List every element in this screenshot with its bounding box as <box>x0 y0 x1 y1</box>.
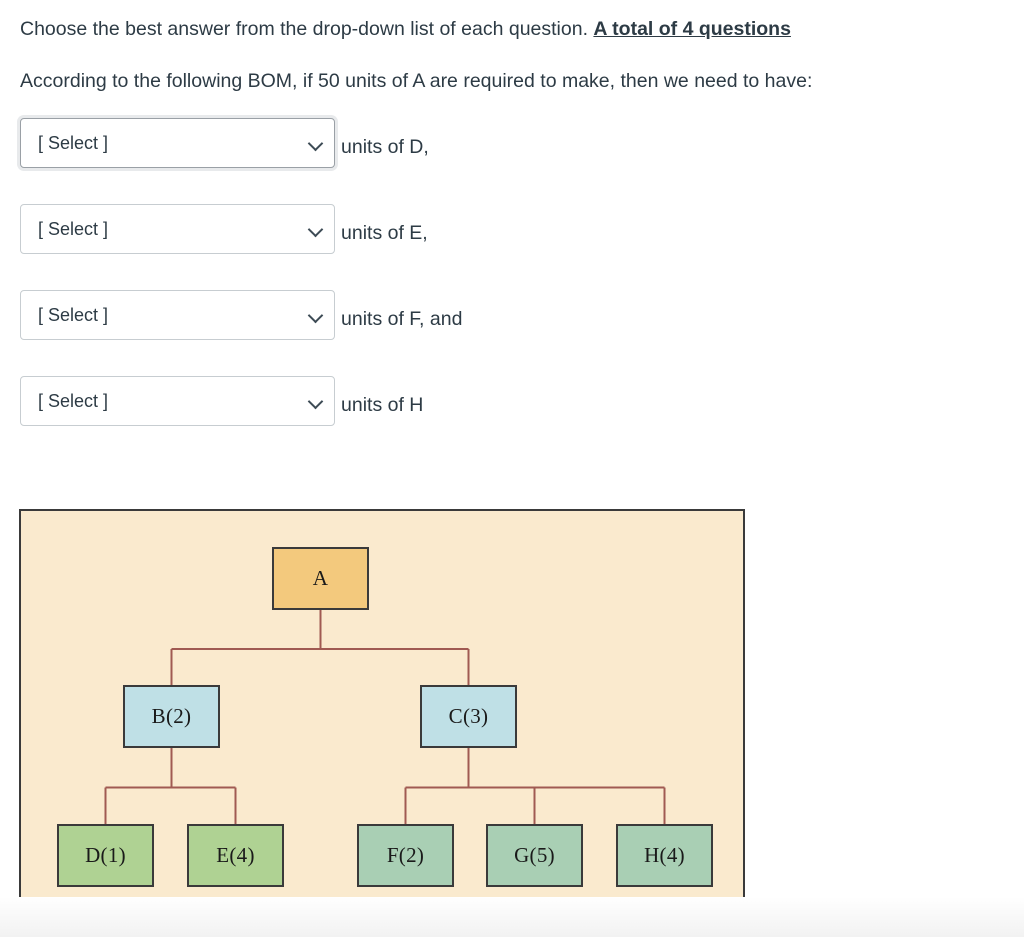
bom-node-b: B(2) <box>123 685 220 748</box>
bom-node-label: B(2) <box>151 704 192 728</box>
bom-node-h: H(4) <box>616 824 713 887</box>
bom-node-a: A <box>272 547 369 610</box>
select-dropdown-e[interactable]: [ Select ] <box>20 204 335 254</box>
bom-node-g: G(5) <box>486 824 583 887</box>
unit-label-f: units of F, and <box>341 308 463 330</box>
bom-diagram: A B(2) C(3) D(1) E(4) F(2) G(5) H(4) <box>21 511 743 912</box>
chevron-down-icon <box>308 221 324 237</box>
question-count-emphasis: A total of 4 questions <box>593 18 791 40</box>
bom-node-label: G(5) <box>514 843 555 867</box>
bom-node-label: D(1) <box>85 843 126 867</box>
bom-diagram-panel: A B(2) C(3) D(1) E(4) F(2) G(5) H(4) <box>19 509 745 914</box>
chevron-down-icon <box>308 135 324 151</box>
select-value-e: [ Select ] <box>38 218 109 239</box>
bom-node-label: H(4) <box>644 843 685 867</box>
instruction-line-1: Choose the best answer from the drop-dow… <box>20 16 791 42</box>
select-dropdown-d[interactable]: [ Select ] <box>20 118 335 168</box>
bom-node-label: F(2) <box>386 843 425 867</box>
bom-node-label: E(4) <box>216 843 255 867</box>
select-dropdown-f[interactable]: [ Select ] <box>20 290 335 340</box>
unit-label-h: units of H <box>341 394 424 416</box>
bom-node-label: C(3) <box>448 704 489 728</box>
select-value-f: [ Select ] <box>38 304 109 325</box>
unit-label-d: units of D, <box>341 136 429 158</box>
select-value-h: [ Select ] <box>38 390 109 411</box>
bom-node-e: E(4) <box>187 824 284 887</box>
bom-node-d: D(1) <box>57 824 154 887</box>
bom-node-f: F(2) <box>357 824 454 887</box>
instruction-line-2: According to the following BOM, if 50 un… <box>20 70 813 92</box>
bom-connector-lines <box>104 610 666 824</box>
bom-node-c: C(3) <box>420 685 517 748</box>
select-value-d: [ Select ] <box>38 132 109 153</box>
bom-node-label: A <box>312 566 329 590</box>
chevron-down-icon <box>308 393 324 409</box>
chevron-down-icon <box>308 307 324 323</box>
instruction-text: Choose the best answer from the drop-dow… <box>20 18 594 40</box>
unit-label-e: units of E, <box>341 222 428 244</box>
select-dropdown-h[interactable]: [ Select ] <box>20 376 335 426</box>
